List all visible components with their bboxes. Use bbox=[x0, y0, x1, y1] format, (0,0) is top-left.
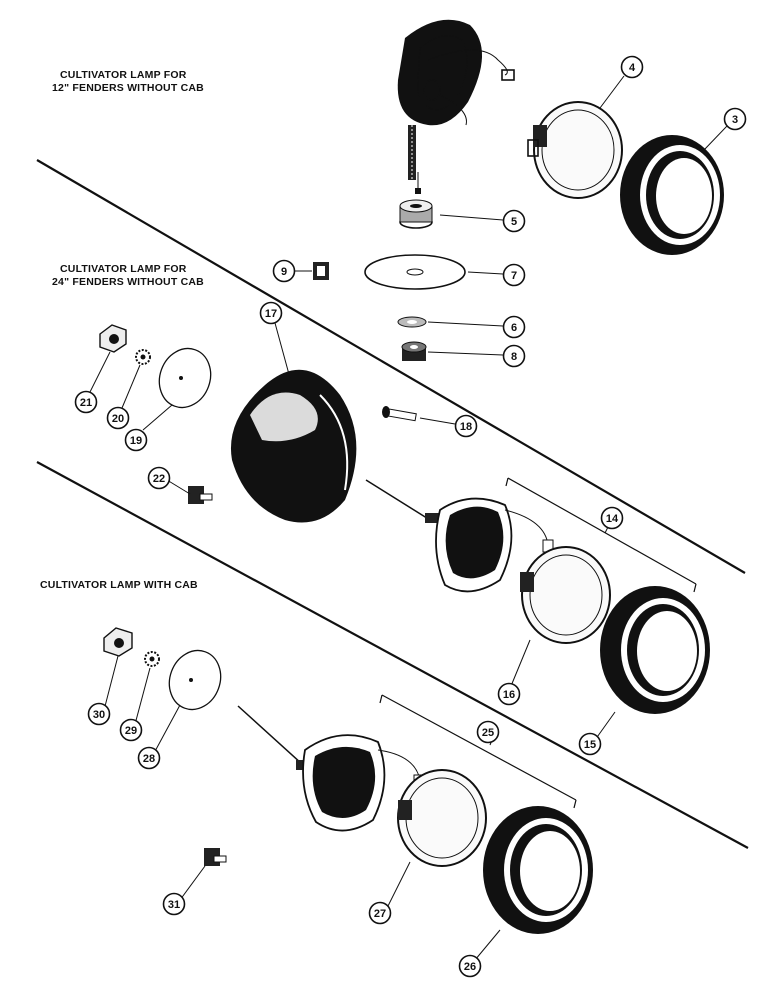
callout-18: 18 bbox=[454, 414, 478, 438]
bracket-line-25 bbox=[381, 694, 577, 801]
lens-part-4 bbox=[527, 101, 623, 199]
callout-22: 22 bbox=[147, 466, 171, 490]
callout-21: 21 bbox=[74, 390, 98, 414]
callout-4: 4 bbox=[620, 55, 644, 79]
svg-text:31: 31 bbox=[168, 899, 180, 911]
svg-text:4: 4 bbox=[629, 62, 636, 74]
callout-30: 30 bbox=[87, 702, 111, 726]
callout-6: 6 bbox=[502, 315, 526, 339]
section-1-title-line2: 12" FENDERS WITHOUT CAB bbox=[52, 82, 204, 94]
callout-20: 20 bbox=[106, 406, 130, 430]
leader-lines bbox=[89, 75, 728, 967]
section-2-title-line1: CULTIVATOR LAMP FOR bbox=[60, 263, 187, 275]
plate-part-7 bbox=[364, 254, 466, 290]
svg-text:7: 7 bbox=[511, 270, 517, 282]
washer-part-6 bbox=[397, 316, 427, 328]
svg-text:29: 29 bbox=[125, 725, 137, 737]
lamp-assembly-part-25 bbox=[237, 705, 425, 832]
spacer-part-5 bbox=[399, 199, 433, 229]
lockwasher-part-20 bbox=[135, 349, 151, 365]
callout-3: 3 bbox=[723, 107, 747, 131]
lens-part-27 bbox=[397, 769, 487, 867]
callout-28: 28 bbox=[137, 746, 161, 770]
nut-part-21 bbox=[99, 324, 127, 353]
section-3-title: CULTIVATOR LAMP WITH CAB bbox=[40, 579, 198, 591]
svg-text:21: 21 bbox=[80, 397, 92, 409]
svg-text:15: 15 bbox=[584, 739, 596, 751]
clip-part-22 bbox=[188, 486, 213, 504]
callout-5: 5 bbox=[502, 209, 526, 233]
callout-17: 17 bbox=[259, 301, 283, 325]
svg-text:26: 26 bbox=[464, 961, 476, 973]
svg-text:27: 27 bbox=[374, 908, 386, 920]
section-2-title-line2: 24" FENDERS WITHOUT CAB bbox=[52, 276, 204, 288]
callout-27: 27 bbox=[368, 901, 392, 925]
svg-text:3: 3 bbox=[732, 114, 738, 126]
svg-text:5: 5 bbox=[511, 216, 517, 228]
svg-text:30: 30 bbox=[93, 709, 105, 721]
svg-text:14: 14 bbox=[606, 513, 619, 525]
svg-text:6: 6 bbox=[511, 322, 517, 334]
callout-8: 8 bbox=[502, 344, 526, 368]
callout-7: 7 bbox=[502, 263, 526, 287]
svg-text:17: 17 bbox=[265, 308, 277, 320]
clip-part-9 bbox=[313, 262, 329, 280]
lamp-housing-top bbox=[397, 19, 515, 194]
svg-text:19: 19 bbox=[130, 435, 142, 447]
nut-part-8 bbox=[401, 341, 427, 361]
svg-text:18: 18 bbox=[460, 421, 472, 433]
svg-text:20: 20 bbox=[112, 413, 124, 425]
callout-19: 19 bbox=[124, 428, 148, 452]
nut-part-30 bbox=[103, 627, 133, 657]
callout-16: 16 bbox=[497, 682, 521, 706]
callout-29: 29 bbox=[119, 718, 143, 742]
housing-part-17 bbox=[230, 369, 357, 523]
callout-15: 15 bbox=[578, 732, 602, 756]
callout-14: 14 bbox=[600, 506, 624, 530]
disc-part-28 bbox=[168, 649, 222, 711]
section-1-title-line1: CULTIVATOR LAMP FOR bbox=[60, 69, 187, 81]
bezel-part-26 bbox=[483, 806, 593, 934]
bezel-part-15 bbox=[600, 586, 710, 714]
svg-text:25: 25 bbox=[482, 727, 494, 739]
lamp-assembly-part-14 bbox=[365, 479, 554, 593]
svg-text:8: 8 bbox=[511, 351, 517, 363]
svg-text:28: 28 bbox=[143, 753, 155, 765]
svg-text:9: 9 bbox=[281, 266, 287, 278]
clip-part-31 bbox=[204, 848, 227, 866]
bezel-part-3 bbox=[620, 135, 724, 255]
callout-26: 26 bbox=[458, 954, 482, 978]
callout-31: 31 bbox=[162, 892, 186, 916]
callout-9: 9 bbox=[272, 259, 296, 283]
svg-text:22: 22 bbox=[153, 473, 165, 485]
svg-text:16: 16 bbox=[503, 689, 515, 701]
disc-part-19 bbox=[158, 347, 212, 409]
section-divider-1 bbox=[36, 159, 746, 574]
section-divider-2 bbox=[36, 461, 749, 849]
callout-25: 25 bbox=[476, 720, 500, 744]
bracket-line-14 bbox=[507, 477, 697, 585]
screw-part-18 bbox=[382, 406, 417, 422]
lens-part-16 bbox=[520, 546, 611, 644]
lockwasher-part-29 bbox=[144, 651, 160, 667]
